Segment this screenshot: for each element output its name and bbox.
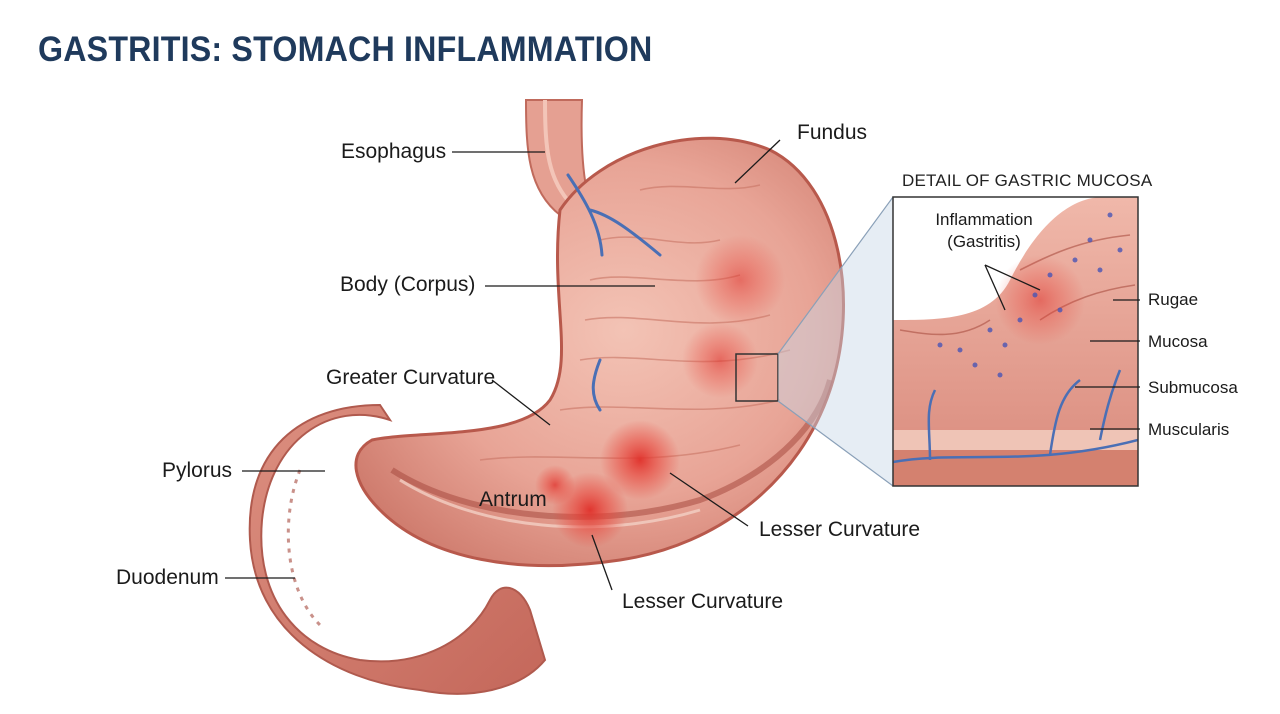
label-inflammation-line1: Inflammation — [935, 210, 1033, 229]
label-body-corpus: Body (Corpus) — [340, 273, 476, 296]
label-lesser-curvature-2: Lesser Curvature — [622, 590, 784, 613]
label-fundus: Fundus — [797, 121, 868, 144]
label-pylorus: Pylorus — [162, 459, 233, 482]
label-mucosa: Mucosa — [1148, 332, 1208, 351]
label-lesser-curvature-1: Lesser Curvature — [759, 518, 921, 541]
label-muscularis: Muscularis — [1148, 420, 1230, 439]
duodenum-shape — [248, 403, 547, 695]
label-greater-curvature: Greater Curvature — [326, 366, 496, 389]
page-title: GASTRITIS: STOMACH INFLAMMATION — [38, 30, 653, 69]
label-esophagus: Esophagus — [341, 140, 447, 163]
label-rugae: Rugae — [1148, 290, 1199, 309]
label-submucosa: Submucosa — [1148, 378, 1238, 397]
leader-lines — [225, 139, 1140, 591]
inset-title: DETAIL OF GASTRIC MUCOSA — [902, 171, 1153, 190]
label-duodenum: Duodenum — [116, 566, 219, 589]
label-inflammation-line2: (Gastritis) — [947, 232, 1021, 251]
detail-marker-box — [735, 353, 779, 402]
label-inflammation: Inflammation (Gastritis) — [924, 209, 1044, 253]
inflammation-patches — [535, 235, 785, 548]
label-antrum: Antrum — [479, 488, 547, 511]
